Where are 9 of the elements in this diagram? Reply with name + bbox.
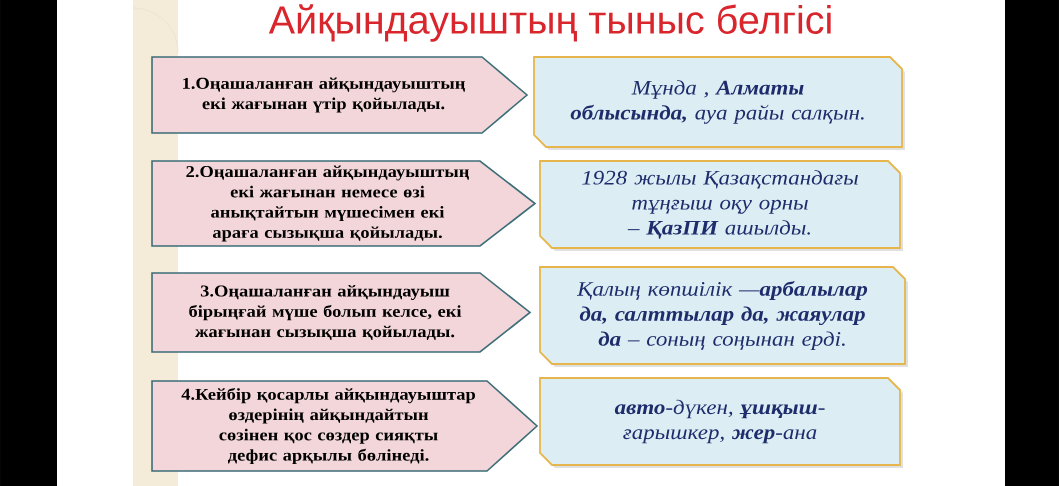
arrow-box: 3.Оңашаланған айқындауыш бірыңғай мүше болып келсе, екі жағынан сызықша қойылады.: [151, 272, 532, 353]
arrow-box: 4.Кейбір қосарлы айқындауыштар өздерінің айқындайтын сөзінен қос сөздер сияқты дефис арқылы бөлінеді.: [151, 380, 539, 472]
note-box: Мұнда , Алматы облысында, ауа райы салқын.: [533, 56, 905, 150]
arrow-box: 2.Оңашаланған айқындауыштың екі жағынан немесе өзі анықтайтын мүшесімен екі араға сызықша қойылады.: [151, 160, 537, 247]
note-box: Қалың көпшілік —арбалылар да, салттылар да, жаяулар да – соның соңынан ерді.: [539, 266, 908, 367]
title: Айқындауыштың тыныс белгісі: [268, 4, 831, 42]
arrow-box: 1.Оңашаланған айқындауыштың екі жағынан үтір қойылады.: [151, 56, 529, 134]
note-box: авто-дүкен, ұшқыш-ғарышкер, жер-ана: [539, 377, 903, 468]
note-box: 1928 жылы Қазақстандағы тұңғыш оқу орны – ҚазПИ ашылды.: [539, 160, 903, 251]
